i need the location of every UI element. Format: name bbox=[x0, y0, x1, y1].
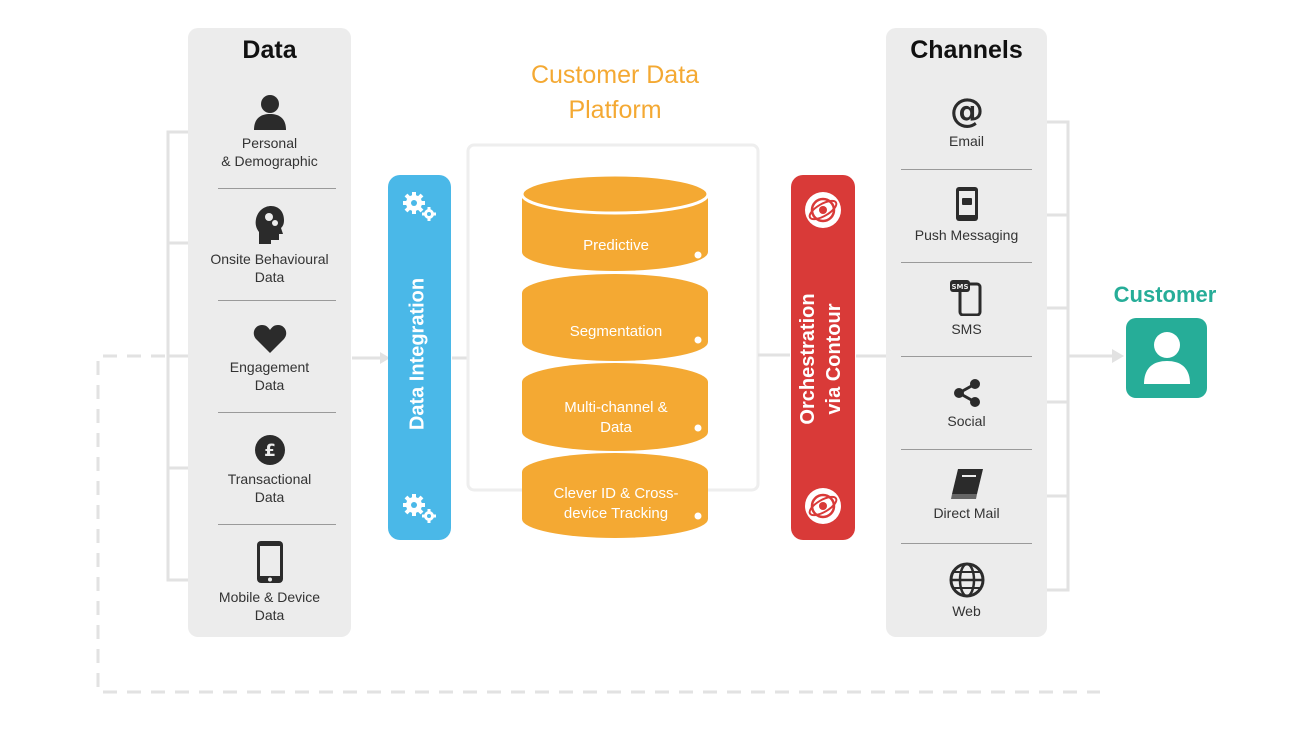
channel-item-label: SMS bbox=[951, 321, 982, 337]
customer-title: Customer bbox=[1113, 282, 1217, 307]
divider bbox=[218, 300, 336, 301]
cdp-layer-multichannel: Multi-channel & Data bbox=[564, 399, 668, 436]
divider bbox=[218, 412, 336, 413]
person-icon bbox=[253, 95, 286, 130]
svg-text:£: £ bbox=[264, 441, 276, 461]
svg-text:@: @ bbox=[950, 94, 984, 128]
divider bbox=[901, 356, 1032, 357]
data-item-label: Transactional Data bbox=[227, 471, 312, 505]
share-icon bbox=[953, 379, 980, 407]
orchestration-label: Orchestration via Contour bbox=[797, 293, 845, 425]
gears-icon bbox=[403, 494, 436, 523]
cdp-layer-clever-id: Clever ID & Cross- device Tracking bbox=[553, 485, 679, 522]
head-gears-icon bbox=[255, 206, 284, 244]
channel-item-sms: SMS SMS bbox=[886, 280, 1047, 338]
customer-avatar bbox=[1126, 318, 1207, 398]
data-item-label: Engagement Data bbox=[229, 359, 310, 393]
data-integration-label: Data Integration bbox=[406, 277, 429, 431]
smartphone-icon bbox=[256, 541, 283, 583]
contour-logo-icon bbox=[805, 488, 841, 524]
cdp-database-stack bbox=[520, 173, 710, 538]
phone-message-icon bbox=[955, 187, 978, 221]
at-sign-icon: @ bbox=[950, 94, 984, 128]
gears-icon bbox=[403, 192, 436, 221]
pound-coin-icon: £ bbox=[254, 435, 285, 465]
channel-item-label: Email bbox=[948, 133, 984, 149]
orchestration-bar: Orchestration via Contour bbox=[791, 175, 855, 540]
channel-item-web: Web bbox=[886, 562, 1047, 620]
data-item-personal: Personal & Demographic bbox=[188, 94, 351, 170]
channels-panel-title: Channels bbox=[910, 36, 1023, 64]
globe-icon bbox=[949, 562, 984, 598]
channel-item-label: Direct Mail bbox=[933, 505, 1000, 521]
sms-phone-icon: SMS bbox=[949, 280, 981, 316]
channel-item-direct-mail: Direct Mail bbox=[886, 468, 1047, 522]
contour-logo-icon bbox=[805, 192, 841, 228]
data-panel: Data Personal & Demographic Onsite Behav… bbox=[188, 28, 351, 637]
divider bbox=[901, 543, 1032, 544]
data-integration-bar: Data Integration bbox=[388, 175, 451, 540]
cdp-layer-predictive: Predictive bbox=[583, 237, 649, 254]
data-item-label: Onsite Behavioural Data bbox=[210, 251, 329, 285]
channel-item-label: Push Messaging bbox=[914, 227, 1019, 243]
cdp-layer-segmentation: Segmentation bbox=[569, 323, 663, 340]
data-item-engagement: Engagement Data bbox=[188, 324, 351, 394]
book-icon bbox=[950, 469, 983, 499]
divider bbox=[901, 169, 1032, 170]
cdp-title: Customer Data Platform bbox=[530, 61, 700, 124]
data-item-label: Personal & Demographic bbox=[221, 135, 318, 169]
channel-item-label: Social bbox=[947, 413, 986, 429]
cdp-layer-top bbox=[522, 175, 708, 213]
divider bbox=[901, 449, 1032, 450]
divider bbox=[218, 188, 336, 189]
user-avatar-icon bbox=[1144, 332, 1190, 384]
data-panel-title: Data bbox=[242, 36, 297, 64]
channels-panel: Channels @ Email Push Messaging SMS SMS bbox=[886, 28, 1047, 637]
data-item-mobile: Mobile & Device Data bbox=[188, 540, 351, 624]
data-item-onsite: Onsite Behavioural Data bbox=[188, 204, 351, 286]
data-item-label: Mobile & Device Data bbox=[218, 589, 321, 623]
divider bbox=[901, 262, 1032, 263]
data-item-transactional: £ Transactional Data bbox=[188, 434, 351, 506]
channel-item-push: Push Messaging bbox=[886, 186, 1047, 244]
channel-item-email: @ Email bbox=[886, 94, 1047, 150]
svg-text:SMS: SMS bbox=[951, 283, 968, 291]
heart-icon bbox=[253, 325, 286, 353]
channel-item-label: Web bbox=[952, 603, 981, 619]
divider bbox=[218, 524, 336, 525]
channel-item-social: Social bbox=[886, 378, 1047, 430]
